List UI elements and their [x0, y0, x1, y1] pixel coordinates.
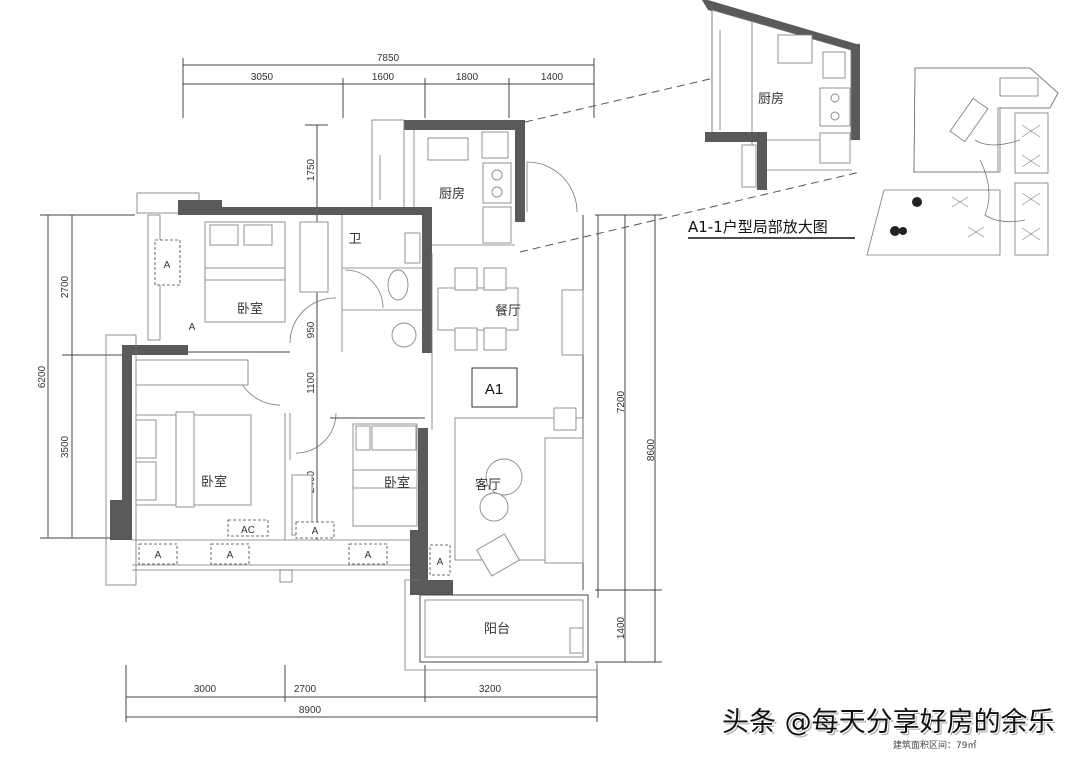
kitchen-inset: 厨房 A1-1户型局部放大图 [688, 0, 860, 239]
room-bedroom-3: 卧室 [384, 475, 410, 491]
dim-left-total: 6200 [37, 365, 48, 388]
dim-bottom-3: 3200 [479, 684, 502, 695]
dim-top-4: 1400 [541, 72, 564, 83]
ac-label: A [155, 550, 162, 561]
room-balcony: 阳台 [484, 622, 510, 637]
site-plan-thumbnail [866, 67, 1059, 256]
dim-right-3: 1400 [616, 616, 627, 639]
dim-right-2: 8600 [646, 438, 657, 461]
room-dining: 餐厅 [495, 303, 521, 319]
top-dimensions: 7850 3050 1600 1800 1400 [182, 53, 595, 118]
walls [105, 119, 599, 671]
ac-label: A [365, 550, 372, 561]
right-dimensions: 7200 8600 1400 [595, 214, 662, 663]
dim-top-3: 1800 [456, 72, 479, 83]
dim-bottom-1: 3000 [194, 684, 217, 695]
dim-left-2: 3500 [60, 435, 71, 458]
ac-label: A [227, 550, 234, 561]
room-living: 客厅 [475, 477, 501, 493]
inset-title: A1-1户型局部放大图 [688, 218, 828, 236]
bottom-dimensions: 3000 2700 3200 8900 [125, 665, 598, 722]
room-bathroom: 卫 [348, 232, 361, 247]
ac-units: A A A A A AC A A [138, 260, 451, 576]
dim-right-1: 7200 [616, 390, 627, 413]
room-labels: 厨房 卫 卧室 餐厅 卧室 卧室 客厅 阳台 A1 [201, 186, 521, 637]
furniture [135, 131, 584, 577]
dim-inner-3: 950 [306, 321, 317, 338]
watermark: 头条 @每天分享好房的余乐 [722, 707, 1055, 738]
ac-label: A [164, 260, 171, 271]
dim-top-total: 7850 [377, 53, 400, 64]
dim-top-1: 3050 [251, 72, 274, 83]
dim-bottom-total: 8900 [299, 705, 322, 716]
room-kitchen: 厨房 [439, 186, 465, 202]
dim-bottom-2: 2700 [294, 684, 317, 695]
ac-label: A [312, 526, 319, 537]
left-dimensions: 6200 2700 3500 [37, 214, 135, 539]
dim-inner-4: 1100 [306, 372, 317, 394]
unit-label-box [471, 367, 518, 408]
ac-label: AC [241, 525, 255, 536]
unit-label: A1 [485, 381, 503, 398]
ac-label: A [437, 557, 444, 568]
dim-left-1: 2700 [60, 275, 71, 298]
room-bedroom-2: 卧室 [201, 474, 227, 490]
inset-kitchen-label: 厨房 [758, 91, 784, 107]
area-text: 建筑面积区间：79㎡ [893, 741, 977, 751]
dim-top-2: 1600 [372, 72, 395, 83]
room-bedroom-1: 卧室 [237, 301, 263, 317]
ac-label: A [189, 322, 196, 333]
doors [234, 161, 578, 454]
dim-inner-1: 1750 [306, 158, 317, 181]
